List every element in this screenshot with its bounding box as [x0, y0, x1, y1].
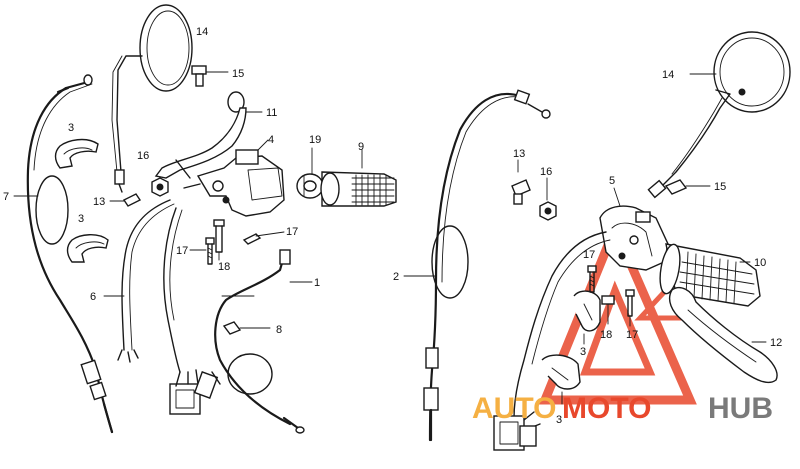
screw-18-left — [213, 219, 225, 261]
cable-clamp-3-lower-left — [66, 234, 109, 263]
label-19: 19 — [309, 134, 321, 146]
label-11: 11 — [266, 107, 277, 119]
right-grip — [659, 243, 761, 307]
label-3-c: 3 — [580, 346, 586, 358]
cable-clamp-3-upper-right — [573, 290, 601, 345]
bolt-15-right — [664, 179, 711, 195]
clutch-cable — [13, 74, 114, 434]
throttle-housing — [599, 187, 669, 271]
screw-17-left-b — [242, 231, 285, 245]
screw-18-right — [601, 295, 615, 325]
callout-labels: 14 15 11 3 4 19 9 16 13 7 3 17 17 18 1 6… — [3, 26, 782, 426]
watermark-part-moto: MOTO — [562, 392, 651, 425]
label-3-d: 3 — [556, 414, 562, 426]
nut-16-right — [539, 177, 557, 221]
clip-8 — [222, 321, 271, 335]
cable-clamp-3-lower-right — [541, 354, 581, 405]
label-12: 12 — [770, 337, 782, 349]
label-16-left: 16 — [137, 150, 149, 162]
label-3-b: 3 — [78, 213, 84, 225]
label-10: 10 — [754, 257, 766, 269]
label-8: 8 — [276, 324, 282, 336]
throttle-cable-right — [403, 89, 551, 442]
bolt-13-left — [109, 193, 142, 207]
brake-lever — [668, 286, 778, 384]
label-5: 5 — [609, 175, 615, 187]
bolt-15-left — [191, 65, 229, 87]
clutch-lever-bracket — [183, 139, 285, 217]
label-16-right: 16 — [540, 166, 552, 178]
screw-17-left-a — [189, 237, 215, 265]
left-mirror — [111, 4, 193, 193]
label-17-right-b: 17 — [626, 329, 638, 341]
cable-clamp-3-upper-left — [54, 138, 99, 169]
label-13-left: 13 — [93, 196, 105, 208]
label-15-right: 15 — [714, 181, 726, 193]
watermark-part-hub: HUB — [708, 392, 773, 425]
label-18-right: 18 — [600, 329, 612, 341]
label-6: 6 — [90, 291, 96, 303]
nut-16-left — [151, 177, 169, 197]
left-switch-connector — [163, 207, 221, 415]
watermark-part-auto: AUTO — [472, 392, 556, 425]
throttle-cable-left — [214, 249, 313, 434]
clutch-lever — [154, 91, 263, 179]
label-1: 1 — [314, 277, 320, 289]
label-17-left-b: 17 — [286, 226, 298, 238]
label-3-a: 3 — [68, 122, 74, 134]
grip-end-19 — [296, 147, 324, 199]
bolt-13-right — [511, 159, 531, 205]
label-13-right: 13 — [513, 148, 525, 160]
screw-17-right-b — [625, 289, 635, 327]
label-14-right: 14 — [662, 69, 674, 81]
left-switch-wiring — [103, 199, 175, 363]
label-18-left: 18 — [218, 261, 230, 273]
label-7: 7 — [3, 191, 9, 203]
label-2: 2 — [393, 271, 399, 283]
left-grip — [320, 149, 397, 207]
label-4: 4 — [268, 134, 274, 146]
watermark-text: AUTO MOTO HUB — [472, 392, 773, 425]
right-switch-wiring — [493, 231, 611, 451]
right-mirror — [647, 31, 791, 199]
label-17-right-a: 17 — [583, 249, 595, 261]
label-14-left: 14 — [196, 26, 208, 38]
label-17-left-a: 17 — [176, 245, 188, 257]
label-15-left: 15 — [232, 68, 244, 80]
screw-17-right-a — [587, 265, 597, 293]
label-9: 9 — [358, 141, 364, 153]
